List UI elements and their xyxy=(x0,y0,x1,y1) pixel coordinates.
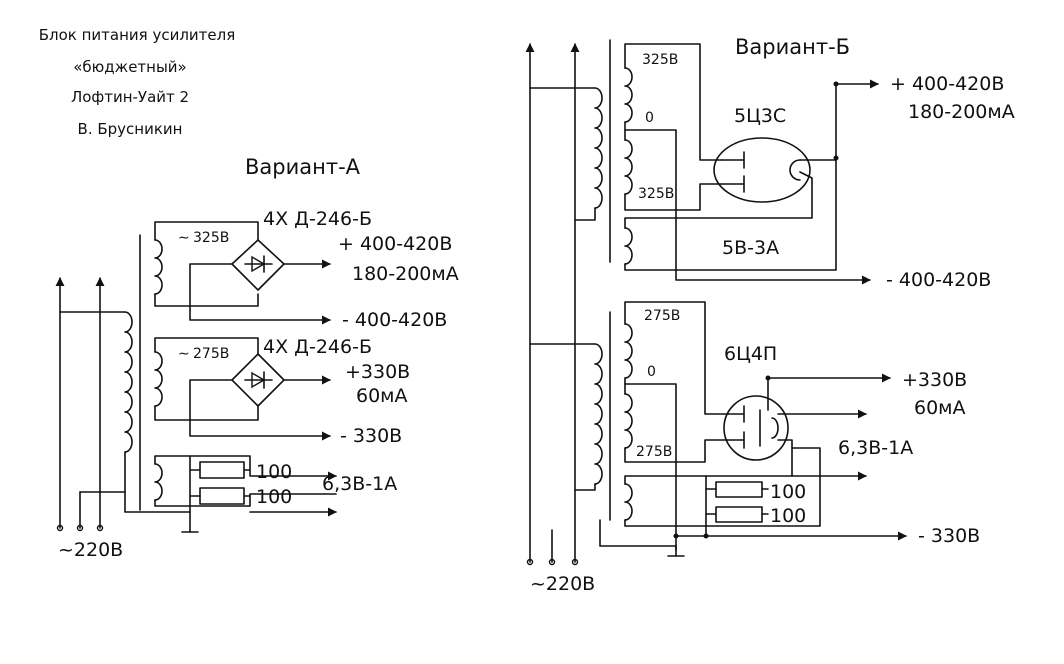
bridge-2-label: 4Х Д-246-Б xyxy=(263,336,372,358)
secondary-winding-1 xyxy=(154,239,163,295)
secondary-b1-lower xyxy=(624,139,633,195)
variant-a-mains-label: ~220В xyxy=(58,539,123,561)
primary-lead-bottom xyxy=(124,451,191,513)
b-sec2-bot: 275В xyxy=(636,444,672,460)
resistor-1 xyxy=(199,461,245,479)
diode-bridge-1 xyxy=(231,239,285,291)
header-line-4: В. Брусникин xyxy=(78,120,183,138)
tube-6c4p xyxy=(723,395,789,461)
header-line-2: «бюджетный» xyxy=(73,58,186,76)
out2-current: 60мА xyxy=(356,385,408,407)
heater-b2-label: 6,3В-1А xyxy=(838,437,913,459)
bridge-1-label: 4Х Д-246-Б xyxy=(263,208,372,230)
header-line-3: Лофтин-Уайт 2 xyxy=(71,88,189,106)
resistor-2-value: 100 xyxy=(256,486,292,508)
out1-current: 180-200мА xyxy=(352,263,459,285)
out-b1-pos-arrow xyxy=(835,79,879,159)
sec1-voltage: 325В xyxy=(193,230,229,246)
variant-b-schematic: Вариант-Б ~220В 325В 0 325В - 400-420В 5… xyxy=(525,35,1015,595)
tube-2-label: 6Ц4П xyxy=(724,343,777,365)
diode-icon xyxy=(244,255,273,273)
secondary-winding-2 xyxy=(154,351,163,407)
out-b1-current: 180-200мА xyxy=(908,101,1015,123)
secondary-b2-lower xyxy=(624,393,633,449)
heater-label: 6,3В-1А xyxy=(322,473,397,495)
out-b2-pos-label: +330В xyxy=(902,369,967,391)
variant-a-schematic: Вариант-А ~220В ∼ 325В 4Х Д-246-Б + 400 xyxy=(55,155,459,561)
sec2-wave-icon: ∼ xyxy=(178,346,190,362)
header-block: Блок питания усилителя «бюджетный» Лофти… xyxy=(39,26,236,138)
resistor-2 xyxy=(199,487,245,505)
resistor-1-value: 100 xyxy=(256,461,292,483)
variant-b-title: Вариант-Б xyxy=(735,35,850,59)
resistor-b2 xyxy=(715,506,763,523)
out-b2-neg-label: - 330В xyxy=(918,525,980,547)
heater-out-1 xyxy=(154,455,337,481)
out2-neg-arrow xyxy=(189,379,331,441)
out2-pos-label: +330В xyxy=(345,361,410,383)
b-sec1-mid: 0 xyxy=(645,110,654,126)
variant-b-mains-label: ~220В xyxy=(530,573,595,595)
out-b1-neg-arrow xyxy=(624,129,871,285)
out1-neg-arrow xyxy=(189,263,331,325)
out-b1-pos-label: + 400-420В xyxy=(890,73,1004,95)
resistor-b1-value: 100 xyxy=(770,481,806,503)
sec2-voltage: 275В xyxy=(193,346,229,362)
tube-5c3s xyxy=(713,137,811,203)
secondary-b1-upper xyxy=(624,67,633,123)
b-sec2-top: 275В xyxy=(644,308,680,324)
sec1-wave-icon: ∼ xyxy=(178,230,190,246)
primary-winding xyxy=(124,311,133,453)
tube-1-label: 5Ц3С xyxy=(734,105,786,127)
out-b2-current: 60мА xyxy=(914,397,966,419)
out-b1-neg-label: - 400-420В xyxy=(886,269,991,291)
resistor-b2-value: 100 xyxy=(770,505,806,527)
heater-winding-b1 xyxy=(624,227,633,265)
primary-winding-b1 xyxy=(594,87,603,209)
primary-winding-b2 xyxy=(594,343,603,485)
tube-filament xyxy=(789,159,801,181)
diode-bridge-2 xyxy=(231,353,285,407)
header-line-1: Блок питания усилителя xyxy=(39,26,236,44)
b-sec1-bot: 325В xyxy=(638,186,674,202)
b-sec2-mid: 0 xyxy=(647,364,656,380)
diode-icon xyxy=(244,371,273,389)
variant-a-title: Вариант-А xyxy=(245,155,361,179)
out2-neg-label: - 330В xyxy=(340,425,402,447)
b-sec1-top: 325В xyxy=(642,52,678,68)
heater-b1-label: 5В-3А xyxy=(722,237,779,259)
heater-winding-b2 xyxy=(624,483,633,521)
secondary-winding-heater xyxy=(154,463,163,501)
out1-pos-label: + 400-420В xyxy=(338,233,452,255)
out1-neg-label: - 400-420В xyxy=(342,309,447,331)
resistor-b1 xyxy=(715,481,763,498)
secondary-b2-upper xyxy=(624,323,633,379)
